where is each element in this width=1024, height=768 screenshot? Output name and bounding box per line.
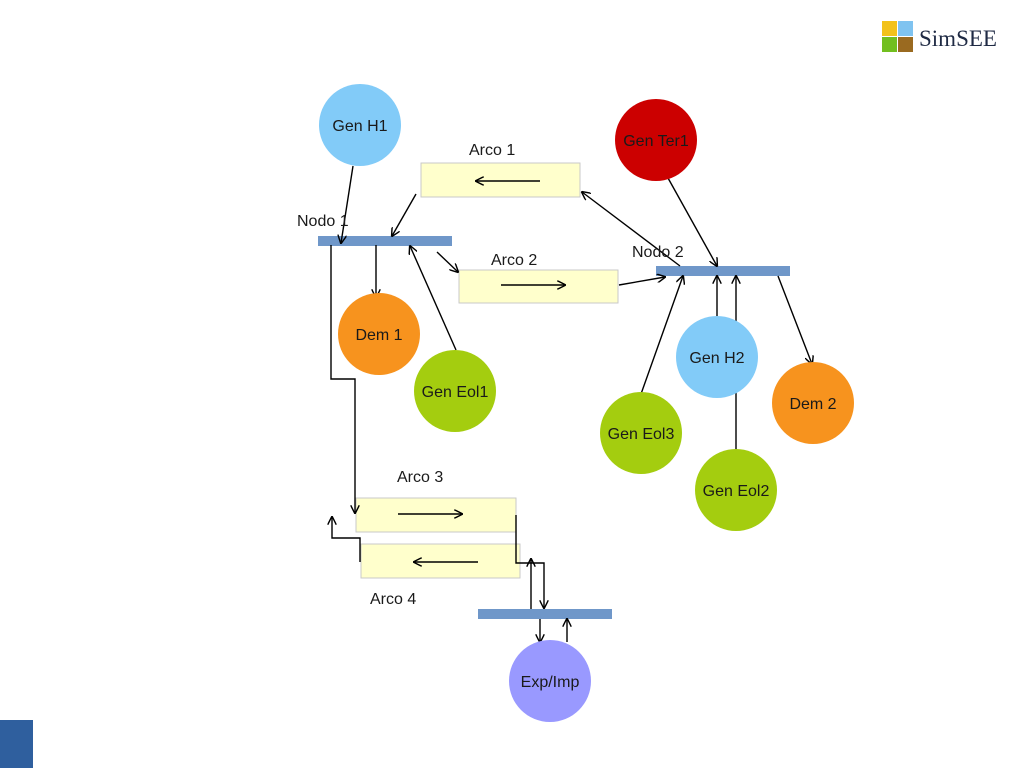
dem1-circle: Dem 1 [338, 293, 420, 375]
dem1-label: Dem 1 [355, 327, 402, 344]
gen-ter1-label: Gen Ter1 [623, 133, 689, 150]
arco1-to-nodo1 [392, 193, 417, 236]
gen-eol1-circle: Gen Eol1 [414, 350, 496, 432]
gen-eol2-circle: Gen Eol2 [695, 449, 777, 531]
gen-h1-circle: Gen H1 [319, 84, 401, 166]
gen-h1-label: Gen H1 [332, 118, 387, 135]
nodo1-to-arco2 [436, 251, 458, 272]
gen-h1-to-nodo1 [341, 165, 354, 243]
arco2-to-nodo2 [618, 277, 665, 286]
exp-imp-busbar [478, 609, 612, 619]
gen-eol1-label: Gen Eol1 [422, 384, 489, 401]
simsee-logo: SimSEE [882, 21, 997, 52]
nodo2-busbar [656, 266, 790, 276]
gen-h2-circle: Gen H2 [676, 316, 758, 398]
gen-ter1-to-nodo2 [667, 177, 717, 266]
arco4-to-nodo1-return [332, 517, 361, 562]
arco2-box [458, 269, 619, 304]
exp-imp-circle: Exp/Imp [509, 640, 591, 722]
arco3-label: Arco 3 [397, 469, 443, 486]
gen-eol2-label: Gen Eol2 [703, 483, 770, 500]
gen-ter1-circle: Gen Ter1 [615, 99, 697, 181]
arco4-box [360, 543, 521, 579]
gen-eol1-to-nodo1 [410, 246, 457, 351]
nodo2-label: Nodo 2 [632, 244, 684, 261]
nodo2-to-arco1 [582, 192, 681, 267]
brand-name: SimSEE [919, 26, 997, 51]
arco3-box [355, 497, 517, 533]
dem2-label: Dem 2 [789, 396, 836, 413]
exp-imp-label: Exp/Imp [521, 674, 580, 691]
nodo1-busbar [318, 236, 452, 246]
dem2-circle: Dem 2 [772, 362, 854, 444]
arco2-label: Arco 2 [491, 252, 537, 269]
gen-eol3-circle: Gen Eol3 [600, 392, 682, 474]
nodo2-to-dem2 [777, 275, 812, 364]
logo-square-green [882, 37, 897, 52]
gen-h2-label: Gen H2 [689, 350, 744, 367]
corner-accent-block [0, 720, 33, 768]
logo-square-brown [898, 37, 913, 52]
arco4-label: Arco 4 [370, 591, 416, 608]
logo-square-yellow [882, 21, 897, 36]
nodo1-label: Nodo 1 [297, 213, 349, 230]
gen-eol3-to-nodo2 [640, 276, 683, 395]
nodo1-to-arco3 [330, 245, 355, 513]
logo-square-blue [898, 21, 913, 36]
arco1-label: Arco 1 [469, 142, 515, 159]
gen-eol3-label: Gen Eol3 [608, 426, 675, 443]
arco1-box [420, 162, 581, 198]
